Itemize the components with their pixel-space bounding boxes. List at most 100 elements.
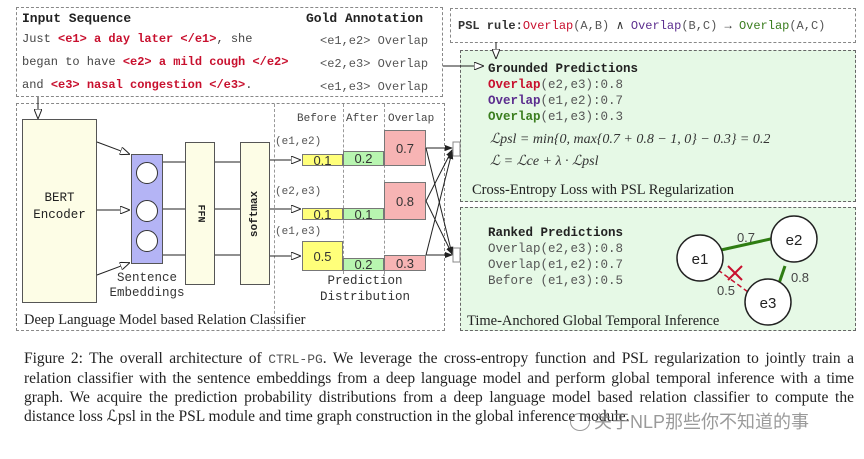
total-loss-equation: ℒ = ℒce + λ · ℒpsl [490,154,599,169]
edge-weight-e1-e3: 0.5 [717,283,735,298]
psl-args-2: (B,C) [681,19,718,33]
distribution-label-line: Distribution [319,290,410,304]
cross-link [425,200,453,255]
ground-port-top [452,141,461,157]
prob-before-1: 0.1 [302,154,343,167]
watermark-text: 关于NLP那些你不知道的事 [594,412,810,432]
column-divider [274,104,315,329]
node-e2 [770,215,818,263]
embeddings-label-line: Sentence [116,271,177,285]
prob-overlap-3: 0.3 [384,255,426,271]
psl-term-3: Overlap [738,19,790,33]
removed-x-icon [727,265,743,281]
psl-panel-label: Cross-Entropy Loss with PSL Regularizati… [472,182,735,198]
relation: Overlap [488,78,541,92]
figure-caption: Figure 2: The overall architecture of CT… [24,349,854,426]
gold-label-1: <e1,e2> Overlap [320,34,429,48]
bert-encoder-label: BERT Encoder [22,190,97,224]
edge-e1-e2 [720,236,776,252]
input-text: . [245,78,253,92]
caption-prefix: Figure 2: The overall architecture of [24,350,269,367]
psl-loss-equation: ℒpsl = min{0, max{0.7 + 0.8 − 1, 0} − 0.… [490,132,771,147]
and-symbol: ∧ [609,19,631,33]
prob-after-2: 0.1 [343,208,384,221]
node-label-e1: e1 [692,251,709,268]
time-graph: e1 e2 e3 0.7 0.8 0.5 [676,215,818,326]
column-overlap: Overlap [388,113,435,125]
ranked-title: Ranked Predictions [488,226,624,240]
prob-after-3: 0.2 [343,258,384,271]
grounded-item-1: Overlap(e2,e3):0.8 [488,78,623,92]
relation: Overlap [488,110,541,124]
relation: Overlap [488,94,541,108]
embedding-neuron [136,200,158,222]
distribution-label-line: Prediction [327,274,403,288]
softmax-box [240,142,270,285]
psl-rule-label: PSL rule: [458,19,523,33]
ground-port-bottom [452,247,461,263]
input-text: Just [22,32,59,46]
gold-label-3: <e1,e3> Overlap [320,80,429,94]
relation-args: (e1,e3):0.3 [540,110,624,124]
entity-e2: <e2> a mild cough </e2> [122,55,289,69]
column-before: Before [297,113,337,125]
column-after: After [346,113,380,125]
inference-panel-label: Time-Anchored Global Temporal Inference [467,313,720,329]
input-text: began to have [22,55,123,69]
prob-overlap-2: 0.8 [384,182,426,220]
relation-args: (e2,e3):0.8 [540,78,624,92]
embedding-neuron [136,230,158,252]
psl-rule: PSL rule:Overlap(A,B) ∧ Overlap(B,C) → O… [458,18,825,33]
input-line-1: Just <e1> a day later </e1>, she [22,32,252,46]
grounded-item-3: Overlap(e1,e3):0.3 [488,110,623,124]
watermark: 关于NLP那些你不知道的事 [570,408,809,434]
pair-label-1: (e1,e2) [275,136,322,148]
bert-label-line: Encoder [33,208,86,222]
pair-label-3: (e1,e3) [275,226,322,238]
node-e3 [744,278,792,326]
psl-term-1: Overlap [522,19,574,33]
caption-model-name: CTRL-PG [268,352,323,367]
input-line-3: and <e3> nasal congestion </e3>. [22,78,252,92]
classifier-panel-label: Deep Language Model based Relation Class… [24,312,306,328]
prediction-distribution-label: Prediction Distribution [300,273,430,305]
bert-arrow [96,141,129,154]
node-label-e3: e3 [760,295,777,312]
ffn-box [185,142,215,285]
pair-label-2: (e2,e3) [275,186,322,198]
sentence-embeddings-label: Sentence Embeddings [102,271,192,301]
prob-before-3: 0.5 [302,241,343,271]
cross-link [425,149,453,202]
input-text: , she [216,32,253,46]
psl-args-1: (A,B) [573,19,610,33]
embeddings-label-line: Embeddings [109,286,185,300]
bert-encoder-box [22,119,97,303]
ranked-item-2: Overlap(e1,e2):0.7 [488,258,624,272]
entity-e3: <e3> nasal congestion </e3> [50,78,246,92]
caption-text: . We leverage the cross-entropy function… [24,350,854,425]
input-panel [16,7,443,97]
grounded-title: Grounded Predictions [488,62,639,76]
ranked-item-1: Overlap(e2,e3):0.8 [488,242,624,256]
wechat-icon [570,413,590,431]
edge-weight-e2-e3: 0.8 [791,270,809,285]
classifier-panel [16,103,445,331]
cross-link [425,151,454,256]
grounded-item-2: Overlap(e1,e2):0.7 [488,94,623,108]
gold-annotation-title: Gold Annotation [306,11,424,26]
bert-label-line: BERT [44,191,75,205]
psl-term-2: Overlap [630,19,682,33]
psl-loss-panel [460,50,856,202]
relation-args: (e1,e2):0.7 [540,94,624,108]
entity-e1: <e1> a day later </e1> [58,32,217,46]
bert-arrow [96,263,129,276]
input-line-2: began to have <e2> a mild cough </e2> [22,55,288,69]
node-label-e2: e2 [786,232,803,249]
prob-overlap-1: 0.7 [384,130,426,166]
prob-after-1: 0.2 [343,151,384,166]
input-text: and [22,78,51,92]
connector-lines [0,42,864,276]
cross-link [425,147,454,255]
ranked-item-3: Before (e1,e3):0.5 [488,274,624,288]
